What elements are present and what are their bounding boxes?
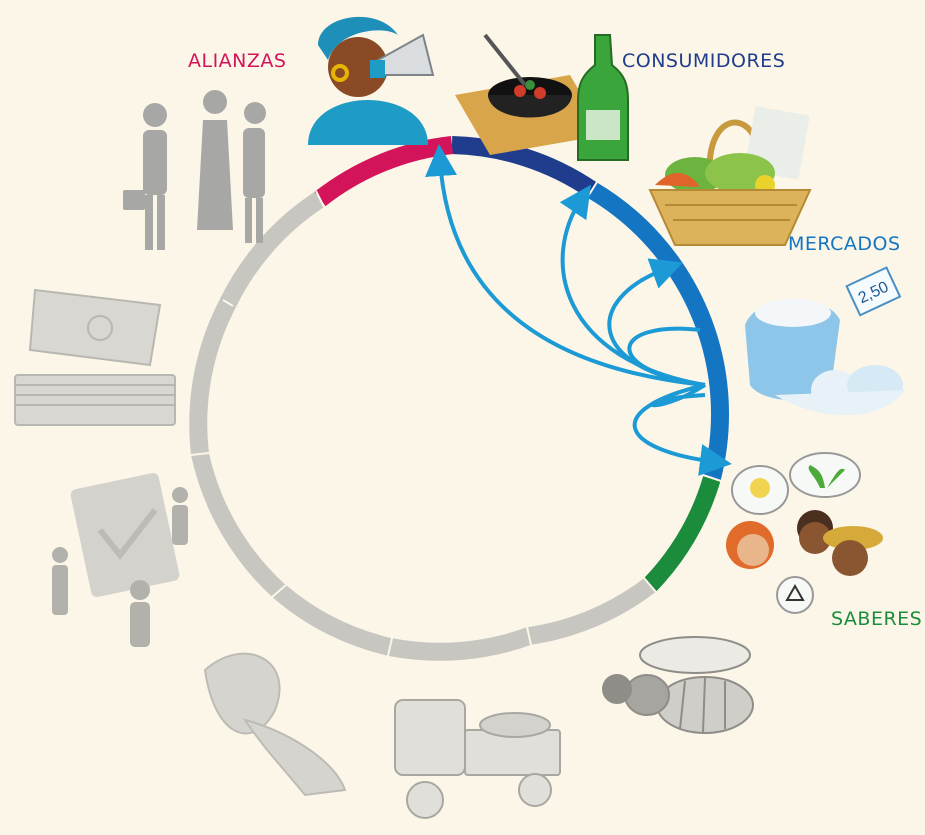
ring-segment-grey xyxy=(219,191,325,308)
vegetable-basket-icon xyxy=(648,106,812,246)
flow-arrow-to-alianzas xyxy=(425,144,706,387)
label-saberes: SABERES xyxy=(831,608,923,630)
label-mercados: MERCADOS xyxy=(788,233,901,255)
ring xyxy=(189,136,729,661)
label-alianzas: ALIANZAS xyxy=(188,50,287,72)
ring-dividers xyxy=(190,181,722,657)
ring-segment-grey xyxy=(191,452,286,598)
ring-segment-grey xyxy=(527,577,656,645)
flow-arrow-to-saberes xyxy=(632,383,732,476)
people-ideas-recycle-icon xyxy=(726,452,883,614)
woman-megaphone-icon xyxy=(308,16,435,145)
ring-segment-consumidores xyxy=(451,136,598,198)
business-people-icon xyxy=(123,90,266,250)
ring-segment-grey xyxy=(189,298,237,456)
ring-segment-mercados xyxy=(587,182,729,481)
leafy-vegetable-hand-icon xyxy=(203,652,347,797)
label-consumidores: CONSUMIDORES xyxy=(622,50,786,72)
ring-segment-saberes xyxy=(643,475,721,592)
banknotes-icon xyxy=(14,288,176,426)
certification-people-icon xyxy=(52,472,188,647)
flow-arrow-inner-loop xyxy=(649,383,707,408)
flow-arrow-to-mercados-loop xyxy=(627,326,706,387)
three-wheeler-truck-icon xyxy=(394,699,561,819)
bee-icon xyxy=(602,636,754,734)
flour-eggs-price-tag-icon: 2,50 xyxy=(745,266,905,416)
ring-segment-alianzas xyxy=(314,136,454,207)
ring-segment-grey xyxy=(273,584,393,656)
ring-segment-grey xyxy=(388,627,533,661)
food-bowl-bottle-icon xyxy=(455,33,629,161)
flow-arrows xyxy=(425,144,732,476)
